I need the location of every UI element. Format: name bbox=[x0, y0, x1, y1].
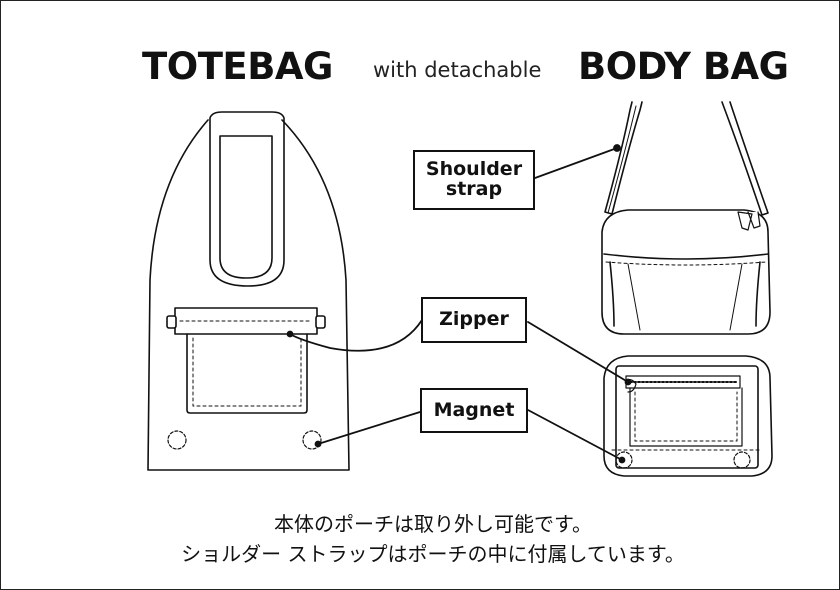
note-line-2: ショルダー ストラップはポーチの中に付属しています。 bbox=[181, 542, 685, 566]
title-with-detachable: with detachable bbox=[373, 58, 542, 82]
tote-magnet-left bbox=[167, 430, 187, 450]
shoulder-strap-right bbox=[721, 101, 769, 216]
tote-handle-outer bbox=[209, 111, 285, 287]
leader-zipper-tote bbox=[289, 319, 423, 352]
body-bag-with-strap bbox=[601, 101, 771, 335]
tote-zipper-tab-left bbox=[166, 315, 177, 329]
tote-magnet-right bbox=[302, 430, 322, 450]
title-body-bag: BODY BAG bbox=[578, 45, 789, 88]
tote-zipper-tab-right bbox=[315, 315, 326, 329]
body-bag-front bbox=[603, 355, 773, 477]
body-bag-magnet-left bbox=[615, 451, 633, 469]
callout-magnet: Magnet bbox=[420, 388, 528, 433]
tote-handle-inner bbox=[219, 135, 273, 279]
body-bag-pocket bbox=[629, 387, 743, 447]
leader-lines bbox=[286, 144, 632, 464]
note-line-1: 本体のポーチは取り外し可能です。 bbox=[274, 512, 592, 536]
leader-magnet-tote bbox=[317, 411, 421, 445]
body-bag-magnet-right bbox=[733, 451, 751, 469]
body-bag-top bbox=[601, 209, 771, 335]
tote-pocket bbox=[186, 333, 308, 414]
leader-zipper-bodybag bbox=[527, 321, 629, 383]
shoulder-strap-left bbox=[604, 101, 643, 215]
title-totebag: TOTEBAG bbox=[142, 45, 333, 88]
callout-zipper: Zipper bbox=[421, 297, 527, 343]
tote-bag bbox=[147, 111, 350, 471]
leader-shoulder-strap bbox=[534, 147, 618, 179]
body-bag-zipper-pull bbox=[737, 211, 761, 231]
leader-magnet-bodybag bbox=[527, 409, 623, 461]
callout-shoulder-strap: Shoulder strap bbox=[413, 150, 535, 210]
tote-body bbox=[147, 119, 350, 471]
